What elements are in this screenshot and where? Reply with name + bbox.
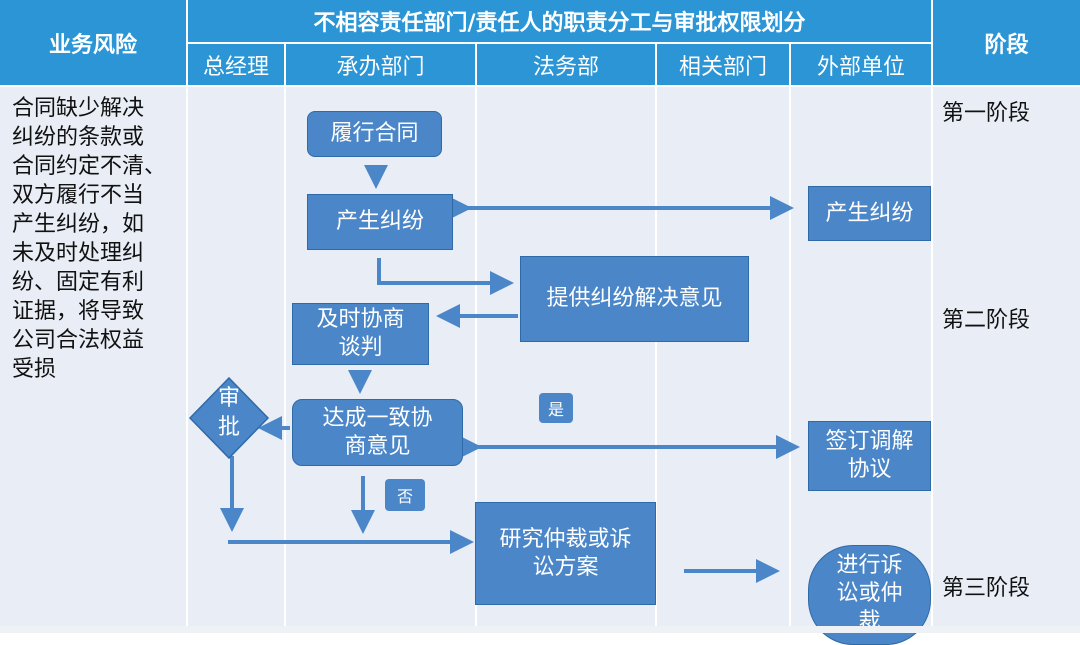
risk-description: 合同缺少解决 纠纷的条款或 合同约定不清、 双方履行不当 产生纠纷，如 未及时处… (0, 90, 186, 384)
lane-external (791, 87, 931, 633)
node-line: 批 (217, 415, 240, 440)
callout-no: 否 (385, 479, 425, 511)
risk-line: 产生纠纷，如 (12, 212, 145, 237)
node-negotiate: 及时协商 谈判 (292, 303, 429, 365)
risk-line: 合同缺少解决 (12, 96, 145, 121)
node-line: 谈判 (338, 335, 383, 360)
node-dispute-internal: 产生纠纷 (307, 194, 453, 250)
risk-line: 证据，将导致 (12, 299, 145, 324)
risk-column (0, 87, 186, 633)
node-line: 达成一致协 (322, 405, 433, 431)
stage-header: 阶段 (933, 0, 1080, 85)
stage-three: 第三阶段 (942, 576, 1031, 601)
node-legal-opinion: 提供纠纷解决意见 (520, 256, 749, 342)
node-line: 讼方案 (532, 554, 599, 580)
arrow-dispute-to-legal (377, 258, 514, 295)
dept-gm: 总经理 (188, 44, 284, 85)
risk-line: 纷、固定有利 (12, 270, 145, 295)
node-line: 审 (217, 386, 240, 411)
node-line: 及时协商 (316, 307, 405, 332)
stage-two: 第二阶段 (942, 308, 1031, 333)
node-line: 研究仲裁或诉 (499, 526, 632, 552)
node-dispute-external: 产生纠纷 (808, 186, 931, 241)
risk-header: 业务风险 (0, 0, 186, 85)
node-line: 商意见 (344, 433, 411, 459)
stage-column (933, 87, 1080, 633)
node-research: 研究仲裁或诉 讼方案 (475, 502, 656, 605)
responsibility-header: 不相容责任部门/责任人的职责分工与审批权限划分 (188, 0, 931, 42)
node-line: 讼或仲 (836, 581, 903, 606)
callout-yes: 是 (539, 393, 573, 423)
approve-label: 审 批 (206, 384, 252, 442)
node-agreement: 达成一致协 商意见 (292, 399, 463, 466)
risk-line: 纠纷的条款或 (12, 125, 145, 150)
risk-line: 未及时处理纠 (12, 241, 145, 266)
stage-one: 第一阶段 (942, 101, 1031, 126)
node-line: 签订调解 (825, 429, 914, 454)
dept-legal: 法务部 (477, 44, 655, 85)
risk-line: 合同约定不清、 (12, 154, 167, 179)
risk-line: 受损 (12, 357, 57, 382)
approve-diamond (188, 376, 270, 460)
lane-related (657, 87, 789, 633)
node-line: 协议 (847, 457, 892, 482)
node-line: 进行诉 (836, 553, 903, 578)
dept-related: 相关部门 (657, 44, 789, 85)
node-mediation: 签订调解 协议 (808, 421, 931, 491)
bottom-bar (0, 626, 1080, 633)
risk-line: 公司合法权益 (12, 328, 145, 353)
risk-line: 双方履行不当 (12, 183, 145, 208)
dept-external: 外部单位 (791, 44, 931, 85)
dept-handling: 承办部门 (286, 44, 475, 85)
node-perform-contract: 履行合同 (307, 111, 442, 157)
